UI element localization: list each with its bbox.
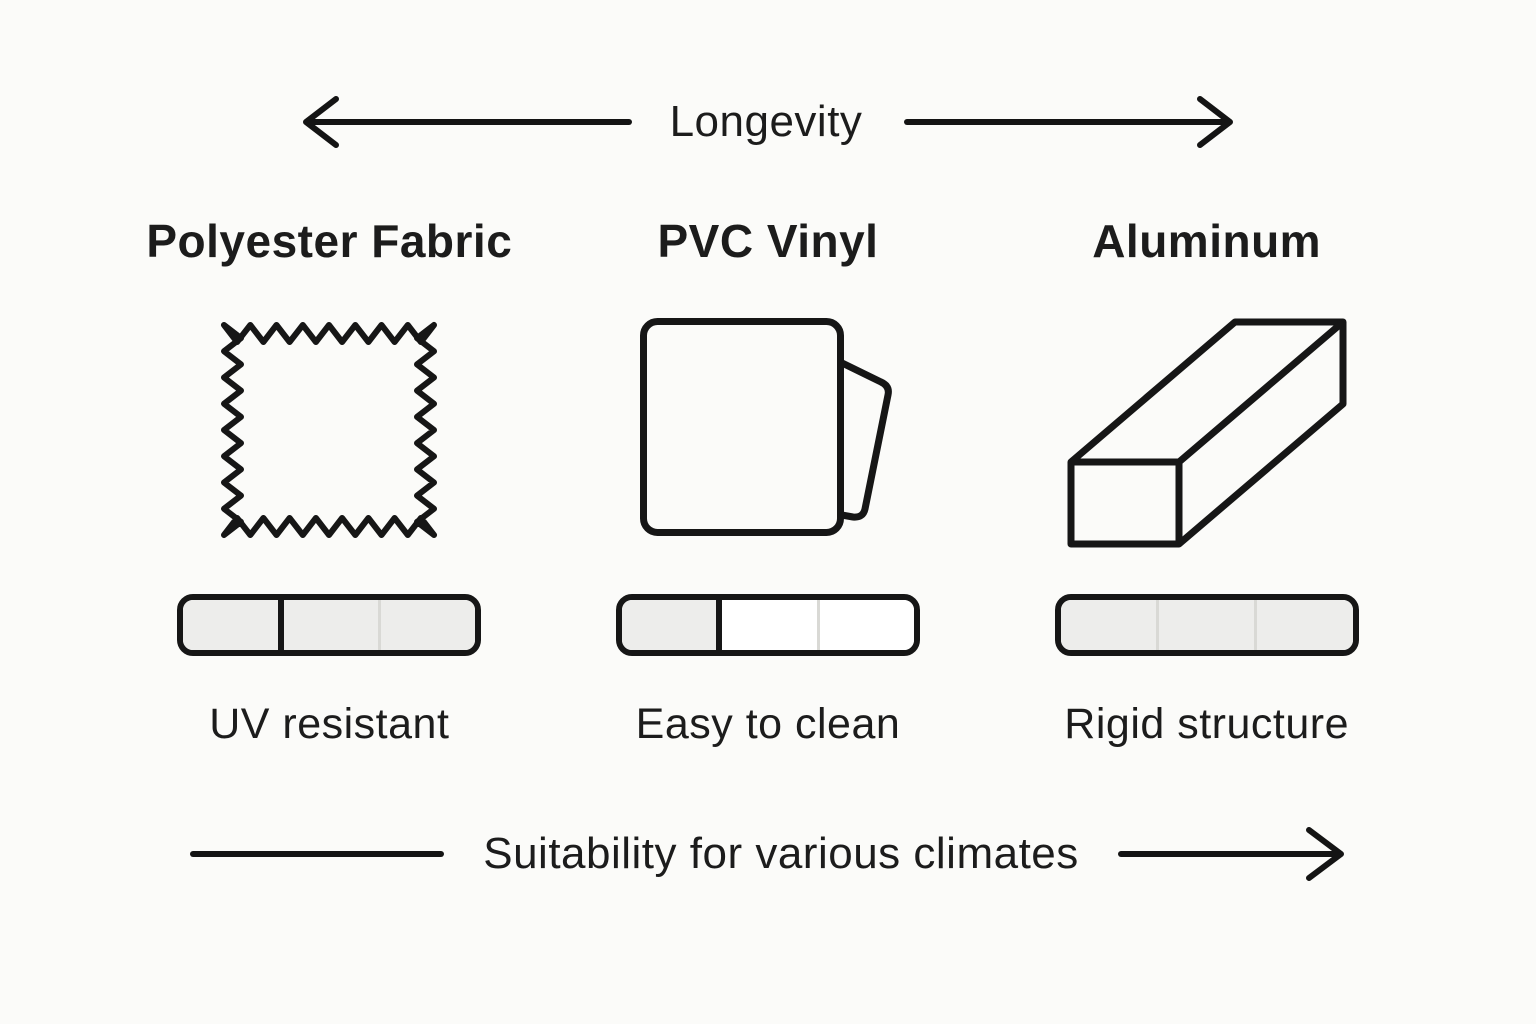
fabric-swatch-icon <box>215 316 443 558</box>
bar-segment <box>816 600 914 650</box>
bar-segment <box>1254 600 1353 650</box>
material-column-aluminum: Aluminum Rigid structure <box>987 212 1426 749</box>
material-column-polyester: Polyester Fabric UV resistant <box>110 212 549 749</box>
longevity-axis: Longevity <box>0 94 1536 150</box>
arrow-right-icon <box>1117 827 1344 881</box>
materials-comparison: Polyester Fabric UV resistant PVC Vinyl <box>110 212 1426 749</box>
bar-segment <box>183 600 278 650</box>
bar-segment <box>716 600 817 650</box>
material-column-pvc: PVC Vinyl Easy to clean <box>549 212 988 749</box>
material-feature: Easy to clean <box>635 700 901 748</box>
bar-segment <box>377 600 476 650</box>
line-segment <box>190 851 445 857</box>
suitability-axis-label: Suitability for various climates <box>483 829 1079 878</box>
aluminum-bar-icon <box>1067 316 1347 558</box>
material-name: PVC Vinyl <box>657 215 879 267</box>
rating-bar <box>1054 594 1359 656</box>
bar-segment <box>1155 600 1255 650</box>
material-name: Polyester Fabric <box>146 215 513 267</box>
arrow-left-icon <box>302 96 632 148</box>
arrow-right-icon <box>904 96 1234 148</box>
material-name: Aluminum <box>1092 215 1322 267</box>
vinyl-sheet-icon <box>638 316 898 558</box>
bar-segment <box>621 600 717 650</box>
material-feature: UV resistant <box>209 700 450 748</box>
suitability-axis: Suitability for various climates <box>0 826 1536 882</box>
rating-bar <box>615 594 920 656</box>
material-feature: Rigid structure <box>1064 700 1350 748</box>
longevity-axis-label: Longevity <box>669 97 863 146</box>
bar-segment <box>1060 600 1156 650</box>
bar-segment <box>277 600 378 650</box>
rating-bar <box>177 594 482 656</box>
